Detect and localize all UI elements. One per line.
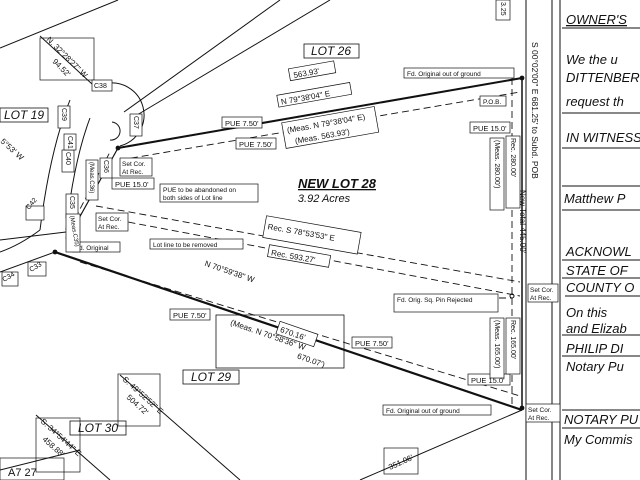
pue-150-c: PUE 15.0' xyxy=(471,376,505,385)
certificate-rules xyxy=(551,0,640,480)
state-of: STATE OF xyxy=(566,263,629,278)
curve-tags: C38 C39 C40 C41 C42 C37 C36 C33 C34 C35 … xyxy=(2,79,143,287)
fd-original-bottom: Fd. Original out of ground xyxy=(386,408,460,415)
east-rec-165: Rec. 165.00' xyxy=(509,320,516,359)
pue-labels: PUE 7.50' PUE 7.50' PUE 15.0' PUE 15.0' … xyxy=(111,116,511,386)
left-bearing-fragment: 5°53' W xyxy=(0,137,26,163)
mid-course-labels: Rec. S 78°53'53" E Rec. 593.27' xyxy=(262,215,362,268)
at-rec-left: At Rec. xyxy=(98,224,120,231)
east-new-total: New Total 445.00' xyxy=(518,190,527,254)
and-eliza: and Elizab xyxy=(566,321,627,336)
curve-c38: C38 xyxy=(94,83,107,90)
curve-c36: C36 xyxy=(102,160,109,173)
philip: PHILIP DI xyxy=(566,341,624,356)
notary-public-head: NOTARY PU xyxy=(564,412,639,427)
east-meas-165: (Meas. 165.00') xyxy=(493,320,500,368)
we-the: We the u xyxy=(566,52,618,67)
pue-abandon-2: both sides of Lot line xyxy=(163,195,223,202)
at-rec-north-left: At Rec. xyxy=(122,169,144,176)
my-commission: My Commis xyxy=(564,432,633,447)
acknowledgment: ACKNOWL xyxy=(565,244,632,259)
curve-c37: C37 xyxy=(132,116,139,129)
lot-29-label: LOT 29 xyxy=(191,370,231,384)
east-meas-280: (Meas. 280.00') xyxy=(493,140,500,188)
set-cor-north-left: Set Cor. xyxy=(122,161,146,168)
lot-19-label: LOT 19 xyxy=(4,108,44,122)
bottom-dist: 351.06' xyxy=(387,453,415,472)
east-line-labels: S 00°02'00" E 681.25' to Subd. POB New T… xyxy=(489,0,540,379)
pue-150-a: PUE 15.0' xyxy=(473,124,507,133)
bottom-left-fragment: A7 27 xyxy=(8,467,37,479)
curve-c41: C41 xyxy=(66,136,73,149)
pue-150-b: PUE 15.0' xyxy=(115,180,149,189)
new-lot-area: 3.92 Acres xyxy=(298,193,351,205)
curve-meas-c35: (Meas.C35) xyxy=(68,215,79,247)
matthew: Matthew P xyxy=(564,191,626,206)
pob-label: P.O.B. xyxy=(483,99,502,106)
notary-public-line: Notary Pu xyxy=(566,359,624,374)
in-witness: IN WITNESS xyxy=(566,130,640,145)
lot-30-label: LOT 30 xyxy=(78,421,118,435)
pue-750-d: PUE 7.50' xyxy=(355,339,389,348)
lot-labels: LOT 26 LOT 19 LOT 29 LOT 30 NEW LOT 28 3… xyxy=(0,43,377,436)
curve-c40: C40 xyxy=(64,152,71,165)
curve-c39: C39 xyxy=(60,108,67,121)
on-this: On this xyxy=(566,305,608,320)
east-line-text: S 00°02'00" E 681.25' to Subd. POB xyxy=(530,42,540,179)
county-of: COUNTY O xyxy=(566,280,634,295)
east-rec-280: Rec. 280.00' xyxy=(509,138,516,177)
request: request th xyxy=(566,94,624,109)
south-bearing: N 70°59'38" W xyxy=(203,259,256,285)
at-rec-east: At Rec. xyxy=(530,295,552,302)
owners-heading: OWNER'S xyxy=(566,12,627,27)
pue-750-c: PUE 7.50' xyxy=(173,311,207,320)
curve-c35: C35 xyxy=(68,196,75,209)
fd-orig-sq-pin: Fd. Orig. Sq. Pin Rejected xyxy=(397,297,473,304)
fd-original-left: Fd. Original xyxy=(75,245,109,252)
north-course-labels: 563.93' N 79°38'04" E (Meas. N 79°38'04"… xyxy=(276,60,380,149)
set-cor-east: Set Cor. xyxy=(530,287,554,294)
pue-abandon-1: PUE to be abandoned on xyxy=(163,187,236,194)
pue-750-a: PUE 7.50' xyxy=(225,119,259,128)
pue-750-b: PUE 7.50' xyxy=(239,140,273,149)
set-cor-southeast: Set Cor. xyxy=(528,407,552,414)
new-lot-title: NEW LOT 28 xyxy=(298,176,377,191)
corner-notes: Fd. Original out of ground Fd. Original … xyxy=(71,67,561,423)
at-rec-southeast: At Rec. xyxy=(528,415,550,422)
fd-original-top: Fd. Original out of ground xyxy=(407,71,481,78)
certificate-block: OWNER'S We the u DITTENBER request th IN… xyxy=(564,12,640,447)
top-right-fragment: 3.25 xyxy=(499,2,506,16)
curve-meas-c36: (Meas.C36) xyxy=(88,162,94,193)
dittenber: DITTENBER xyxy=(566,70,640,85)
south-meas-box xyxy=(215,314,345,369)
lot-26-label: LOT 26 xyxy=(311,44,351,58)
lot-line-removed: Lot line to be removed xyxy=(153,242,218,249)
left-course-labels: N. 32°28'27" W 94.52' 5°53' W S. 49°52'5… xyxy=(0,35,419,480)
set-cor-left: Set Cor. xyxy=(98,216,122,223)
south-meas-dist: 670.07') xyxy=(296,352,326,370)
